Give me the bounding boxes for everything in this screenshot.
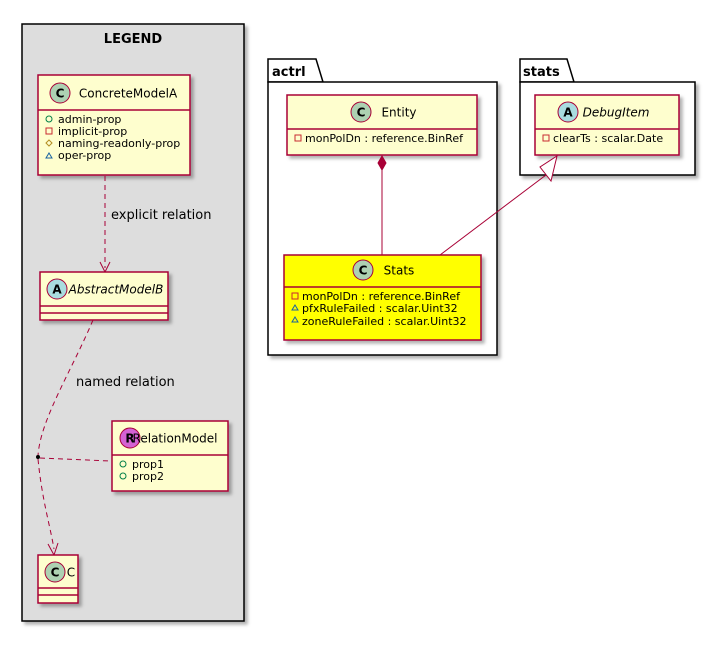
class-stats[interactable]: C Stats monPolDn : reference.BinRef pfxR… bbox=[283, 254, 482, 341]
class-name: ConcreteModelA bbox=[79, 87, 178, 101]
class-name: Entity bbox=[381, 106, 416, 120]
class-debug-item[interactable]: A DebugItem clearTs : scalar.Date bbox=[534, 94, 680, 156]
class-badge-letter: C bbox=[56, 87, 65, 101]
class-name: C bbox=[67, 566, 75, 580]
private-icon bbox=[45, 127, 53, 135]
class-badge-letter: C bbox=[51, 566, 60, 580]
member: monPolDn : reference.BinRef bbox=[302, 290, 461, 303]
member: prop2 bbox=[132, 470, 164, 483]
class-abstract-model-b[interactable]: A AbstractModelB bbox=[39, 271, 169, 321]
package-name: actrl bbox=[272, 65, 306, 80]
class-concrete-model-a[interactable]: C ConcreteModelA admin-prop implicit-pro… bbox=[37, 74, 191, 176]
edge-label: named relation bbox=[76, 375, 175, 390]
class-badge-letter: A bbox=[52, 283, 62, 297]
class-name: Stats bbox=[384, 264, 415, 278]
class-badge-letter: C bbox=[357, 106, 366, 120]
package-icon bbox=[291, 304, 299, 311]
edge-named-relation: named relation bbox=[36, 319, 175, 557]
class-name: AbstractModelB bbox=[68, 283, 164, 297]
public-icon bbox=[119, 472, 127, 480]
public-icon bbox=[119, 460, 127, 468]
class-badge-letter: R bbox=[125, 432, 134, 446]
package-name: stats bbox=[523, 65, 560, 80]
class-badge-letter: C bbox=[359, 264, 368, 278]
package-icon bbox=[291, 316, 299, 323]
class-relation-model[interactable]: R RelationModel prop1 prop2 bbox=[111, 420, 229, 492]
member: monPolDn : reference.BinRef bbox=[305, 132, 464, 145]
abstract-badge-icon bbox=[46, 278, 68, 300]
class-entity[interactable]: C Entity monPolDn : reference.BinRef bbox=[286, 94, 478, 156]
class-badge-icon bbox=[352, 259, 374, 281]
class-badge-letter: A bbox=[563, 106, 573, 120]
class-badge-icon bbox=[49, 82, 71, 104]
edge-inheritance bbox=[439, 154, 558, 256]
member: prop1 bbox=[132, 458, 164, 471]
class-name: DebugItem bbox=[583, 106, 650, 120]
private-icon bbox=[291, 292, 299, 300]
member: zoneRuleFailed : scalar.Uint32 bbox=[302, 315, 467, 328]
legend-title: LEGEND bbox=[104, 32, 163, 47]
relation-badge-icon bbox=[119, 427, 141, 449]
member: clearTs : scalar.Date bbox=[553, 132, 663, 145]
class-c[interactable]: C C bbox=[37, 554, 79, 604]
class-badge-icon bbox=[44, 561, 66, 583]
member: pfxRuleFailed : scalar.Uint32 bbox=[302, 302, 458, 315]
public-icon bbox=[45, 115, 53, 123]
member: admin-prop bbox=[58, 113, 121, 126]
member: implicit-prop bbox=[58, 125, 127, 138]
inheritance-arrow-icon bbox=[539, 154, 558, 183]
package-icon bbox=[45, 152, 53, 159]
private-icon bbox=[294, 134, 302, 142]
member: naming-readonly-prop bbox=[58, 137, 180, 150]
private-icon bbox=[542, 134, 550, 142]
edge-label: explicit relation bbox=[111, 208, 211, 223]
protected-icon bbox=[45, 139, 53, 147]
edge-composition bbox=[377, 154, 387, 255]
class-name: RelationModel bbox=[133, 432, 218, 446]
abstract-badge-icon bbox=[557, 101, 579, 123]
member: oper-prop bbox=[58, 149, 111, 162]
class-badge-icon bbox=[350, 101, 372, 123]
association-point bbox=[36, 455, 40, 459]
